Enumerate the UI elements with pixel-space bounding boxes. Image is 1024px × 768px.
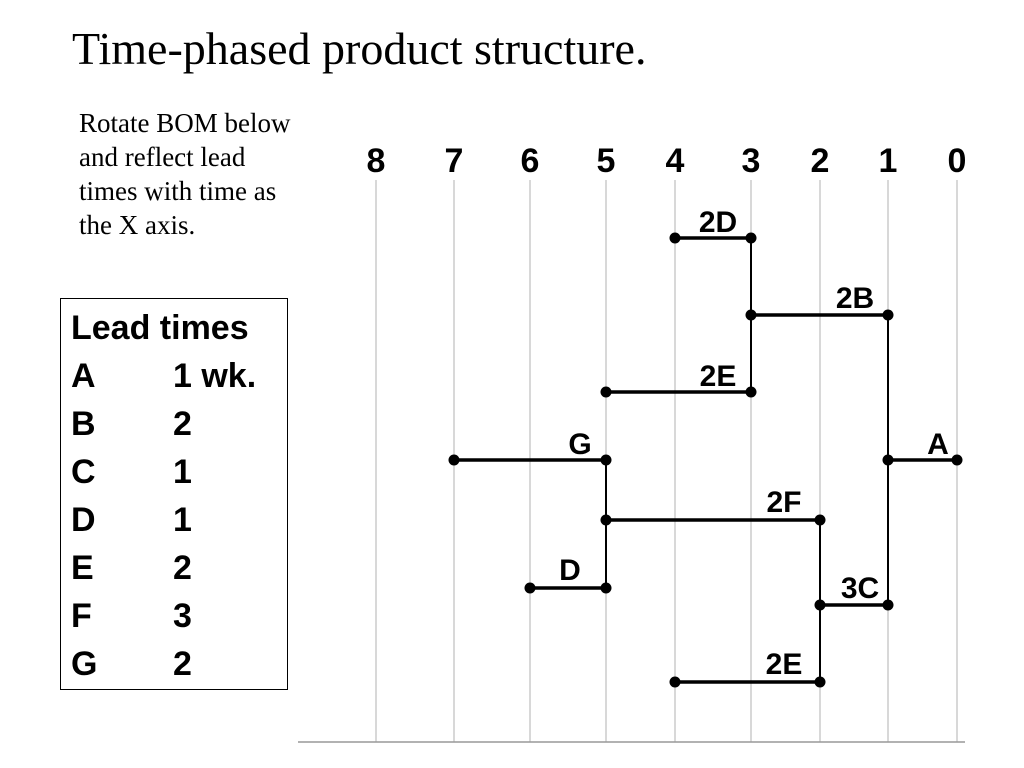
segment-label: 2F xyxy=(766,486,801,519)
lead-time-item: B xyxy=(71,405,96,443)
segment-start-dot xyxy=(524,582,536,594)
lead-time-value: 2 xyxy=(173,549,192,587)
instruction-line: and reflect lead xyxy=(79,142,246,172)
segment-label: 2D xyxy=(699,206,737,239)
segment-end-dot xyxy=(745,386,757,398)
timeline-tick-label: 2 xyxy=(811,142,830,180)
timeline-tick-label: 6 xyxy=(521,142,540,180)
instruction-line: the X axis. xyxy=(79,210,196,240)
lead-time-value: 1 xyxy=(173,453,192,491)
segment-start-dot xyxy=(745,309,757,321)
lead-time-value: 3 xyxy=(173,597,192,635)
lead-times-heading: Lead times xyxy=(71,309,249,347)
lead-times-box: Lead times A 1 wk. B 2 C 1 D 1 E 2 F 3 G… xyxy=(60,298,288,690)
lead-time-item: A xyxy=(71,357,96,395)
segment-start-dot xyxy=(882,454,894,466)
segment-end-dot xyxy=(814,514,826,526)
lead-time-item: D xyxy=(71,501,96,539)
segment-start-dot xyxy=(448,454,460,466)
segment-start-dot xyxy=(814,599,826,611)
lead-time-item: E xyxy=(71,549,94,587)
lead-time-item: C xyxy=(71,453,96,491)
timeline-tick-label: 1 xyxy=(879,142,898,180)
lead-time-value: 2 xyxy=(173,405,192,443)
segment-label: 2E xyxy=(766,648,803,681)
timeline-tick-label: 0 xyxy=(948,142,967,180)
lead-time-value: 1 xyxy=(173,501,192,539)
segment-end-dot xyxy=(882,309,894,321)
segment-start-dot xyxy=(600,514,612,526)
timeline-tick-label: 4 xyxy=(666,142,685,180)
segment-label: G xyxy=(568,428,591,461)
instruction-line: Rotate BOM below xyxy=(79,108,291,138)
instruction-text: Rotate BOM below and reflect lead times … xyxy=(79,106,359,242)
segment-start-dot xyxy=(669,676,681,688)
segment-label: A xyxy=(927,428,949,461)
segment-end-dot xyxy=(882,599,894,611)
timeline-tick-label: 5 xyxy=(597,142,616,180)
segment-start-dot xyxy=(669,232,681,244)
timeline-tick-label: 7 xyxy=(445,142,464,180)
segment-end-dot xyxy=(600,454,612,466)
lead-time-value: 1 wk. xyxy=(173,357,257,395)
lead-time-item: G xyxy=(71,645,98,683)
segment-start-dot xyxy=(600,386,612,398)
segment-end-dot xyxy=(745,232,757,244)
segment-label: D xyxy=(559,554,581,587)
segment-label: 2B xyxy=(836,282,874,315)
segment-label: 2E xyxy=(700,360,737,393)
segment-end-dot xyxy=(951,454,963,466)
slide-title: Time-phased product structure. xyxy=(72,23,647,74)
segment-label: 3C xyxy=(841,572,879,605)
timeline-tick-label: 8 xyxy=(367,142,386,180)
segment-end-dot xyxy=(814,676,826,688)
timeline-tick-label: 3 xyxy=(742,142,761,180)
lead-time-value: 2 xyxy=(173,645,192,683)
instruction-line: times with time as xyxy=(79,176,277,206)
segment-end-dot xyxy=(600,582,612,594)
lead-time-item: F xyxy=(71,597,92,635)
